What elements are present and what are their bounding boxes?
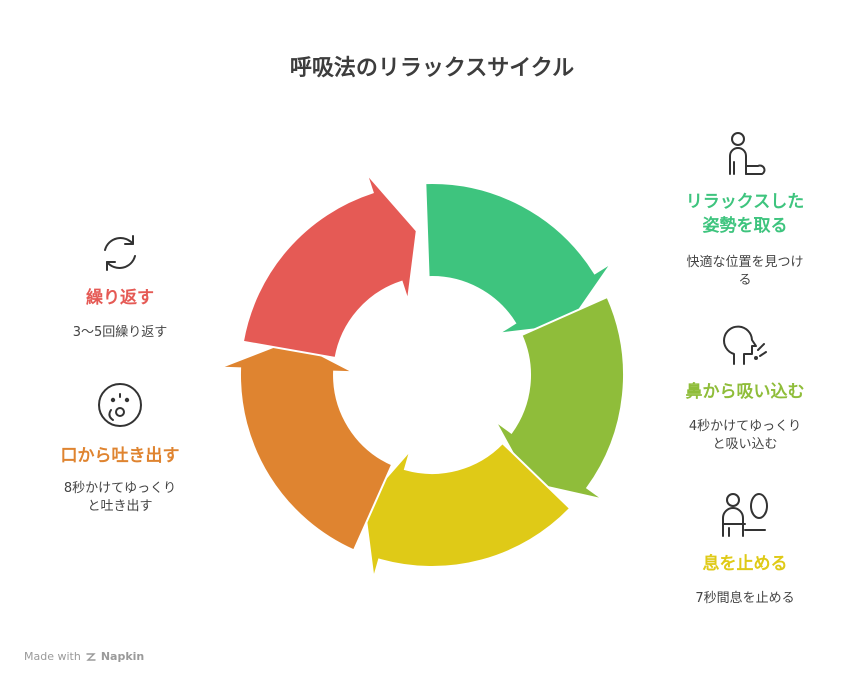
person-thought-icon [722,493,768,537]
arrow-green [424,182,613,335]
step-relax-posture-desc: 快適な位置を見つけ る [686,255,804,288]
head-inhale-icon [723,325,767,365]
step-hold-breath-heading: 息を止める [702,554,788,574]
repeat-cycle-icon [104,235,136,271]
step-repeat-desc: 3〜5回繰り返す [72,325,168,340]
step-inhale-heading: 鼻から吸い込む [685,382,805,402]
step-inhale: 鼻から吸い込む 4秒かけてゆっくり と吸い込む [660,322,830,454]
step-exhale-heading: 口から吐き出す [60,446,180,466]
step-relax-posture-heading: リラックスした 姿勢を取る [685,192,805,236]
arrow-yellow [362,441,572,580]
step-exhale: 口から吐き出す 8秒かけてゆっくり と吐き出す [40,380,200,516]
diagram-title: 呼吸法のリラックスサイクル [289,56,575,81]
napkin-logo-icon [86,652,96,661]
arrow-orange [219,338,394,552]
exhale-face-icon [98,383,142,427]
step-exhale-desc: 8秒かけてゆっくり と吐き出す [63,481,177,514]
footer-credit: Made with Napkin [24,650,144,663]
step-repeat: 繰り返す 3〜5回繰り返す [40,230,200,342]
footer-brand: Napkin [100,650,145,663]
step-relax-posture: リラックスした 姿勢を取る 快適な位置を見つけ る [660,130,830,290]
arrow-red [241,172,418,360]
footer-made-with: Made with [24,650,81,663]
step-hold-breath: 息を止める 7秒間息を止める [660,490,830,608]
step-hold-breath-desc: 7秒間息を止める [695,591,795,606]
arrow-lime [494,295,625,501]
person-sitting-icon [729,132,766,175]
step-inhale-desc: 4秒かけてゆっくり と吸い込む [688,419,802,452]
step-repeat-heading: 繰り返す [86,288,154,308]
